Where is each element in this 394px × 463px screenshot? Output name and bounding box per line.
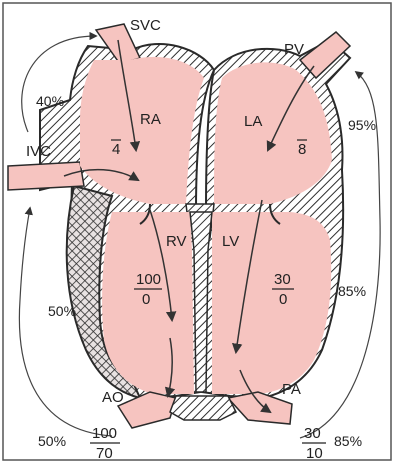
saturation-pa: 85% bbox=[334, 433, 362, 449]
pressure-ao-systolic: 100 bbox=[92, 425, 117, 442]
pressure-ao-diastolic: 70 bbox=[96, 445, 113, 462]
pressure-pa-diastolic: 10 bbox=[306, 445, 323, 462]
ra-chamber bbox=[80, 57, 204, 204]
pressure-rv-diastolic: 0 bbox=[142, 291, 150, 308]
saturation-lv-pa: 85% bbox=[338, 283, 366, 299]
saturation-ao: 50% bbox=[38, 433, 66, 449]
pressure-pa-systolic: 30 bbox=[304, 425, 321, 442]
label-lv: LV bbox=[222, 233, 239, 250]
label-pa: PA bbox=[282, 381, 301, 398]
saturation-svc-ivc: 40% bbox=[36, 93, 64, 109]
saturation-pv: 95% bbox=[348, 117, 376, 133]
label-rv: RV bbox=[166, 233, 187, 250]
saturation-rv-ao: 50% bbox=[48, 303, 76, 319]
label-ra: RA bbox=[140, 111, 161, 128]
label-svc: SVC bbox=[130, 17, 161, 34]
label-ivc: IVC bbox=[26, 143, 51, 160]
pressure-la: 8 bbox=[298, 141, 306, 158]
semilunar-valves bbox=[170, 396, 236, 420]
pressure-lv-diastolic: 0 bbox=[279, 291, 287, 308]
pressure-rv-systolic: 100 bbox=[136, 271, 161, 288]
pressure-lv-systolic: 30 bbox=[274, 271, 291, 288]
label-la: LA bbox=[244, 113, 262, 130]
label-ao: AO bbox=[102, 389, 124, 406]
ao-vessel bbox=[118, 392, 176, 428]
pressure-ra: 4 bbox=[112, 141, 120, 158]
label-pv: PV bbox=[284, 41, 304, 58]
ivc-vessel bbox=[8, 162, 84, 190]
